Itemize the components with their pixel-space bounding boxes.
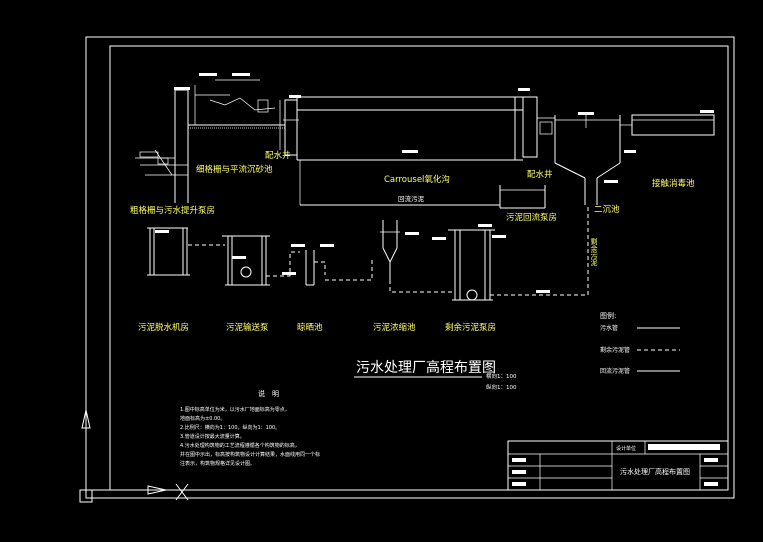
note-line-7: 注表示，构筑物规格详见设计图。 [180,460,255,467]
unit-label-drypond: 晾晒池 [297,322,323,333]
oxidation-ditch [296,96,523,161]
drying-pond [305,250,315,286]
coarse-screen-structure [135,89,189,203]
unit-label-dist2: 配水井 [527,169,553,180]
note-line-3: 2.比例尺：横向为1：100，纵向为1：100。 [180,424,280,431]
excess-sludge-label: 剩余污泥 [590,237,598,267]
note-line-5: 4.污水处理构筑物的工艺流程遵循各个构筑物的标高， [180,442,300,449]
unit-label-contact: 接触消毒池 [652,178,695,189]
unit-label-fine: 细格栅与平流沉砂池 [196,164,273,175]
legend: 图例: 污水管 剩余污泥管 回流污泥管 [600,311,680,375]
unit-label-thick: 污泥浓缩池 [373,322,416,333]
scale-vertical: 纵向1：100 [486,383,517,391]
fine-screen-grit-chamber [188,79,285,150]
sludge-pipes [188,205,589,296]
unit-label-remain: 剩余污泥泵房 [445,322,496,333]
secondary-clarifier [554,115,621,205]
unit-label-pump: 污泥回流泵房 [506,212,557,223]
scale-horizontal: 横向1：100 [486,372,517,380]
titleblock-small: 设计单位 [616,445,636,452]
unit-label-dist1: 配水井 [265,150,291,161]
unit-label-dewater: 污泥脱水机房 [138,322,189,333]
note-line-4: 3.管道设计按最大流量计算。 [180,433,245,440]
level-markers [155,73,714,293]
excess-sludge-pump [448,229,495,301]
sludge-pump-house [222,235,270,286]
return-pipe-label: 回流污泥 [398,194,425,203]
notes-block: 说 明 1.图中标高单位为米，以污水厂地面标高为零点， 地面标高为±0.00。 … [180,389,320,467]
unit-label-sludgepump: 污泥输送泵 [226,322,269,333]
thickener [380,220,400,280]
distribution-well-2 [522,96,555,158]
drawing-title: 污水处理厂高程布置图 [356,359,496,376]
dewatering-house [147,227,190,276]
note-line-6: 并在图中示出，标高按构筑物设计计算结果，水面线用同一个标 [180,451,320,458]
unit-label-coarse: 粗格栅与污水提升泵房 [130,205,215,216]
outer-frame [85,36,735,499]
note-line-1: 1.图中标高单位为米，以污水厂地面标高为零点， [180,406,290,413]
return-pump-house [299,160,546,209]
title-block: 设计单位 污水处理厂高程布置图 [507,440,729,491]
legend-item-3: 回流污泥管 [600,367,630,375]
note-line-2: 地面标高为±0.00。 [180,415,225,422]
inner-frame [109,45,729,491]
unit-label-oxid: Carrousel氧化沟 [384,174,450,185]
legend-item-1: 污水管 [600,324,618,332]
ucs-icon [79,409,189,503]
notes-header: 说 明 [258,389,279,398]
titleblock-drawing: 污水处理厂高程布置图 [620,467,690,476]
contact-tank [620,114,715,136]
unit-label-clar: 二沉池 [594,204,620,215]
legend-item-2: 剩余污泥管 [600,346,630,354]
legend-header: 图例: [600,311,616,320]
